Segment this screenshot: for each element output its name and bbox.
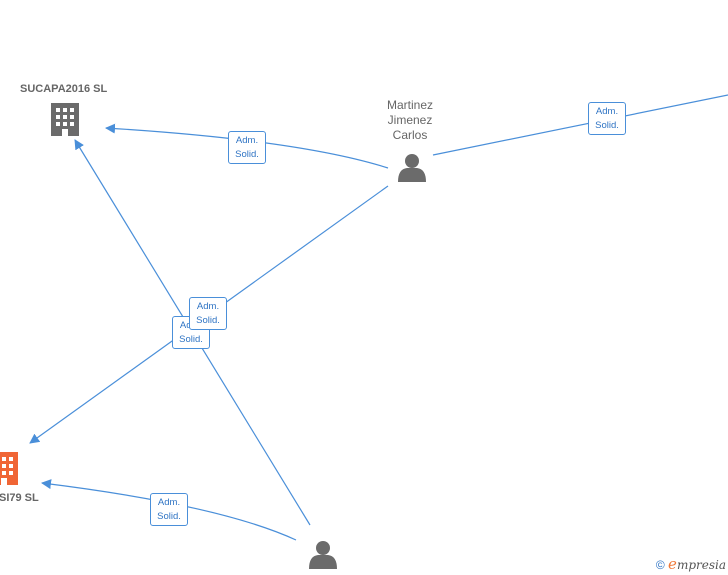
person-icon[interactable] xyxy=(309,541,337,569)
building-icon[interactable] xyxy=(51,103,79,136)
edge-label[interactable]: Adm. Solid. xyxy=(228,131,266,164)
brand-footer[interactable]: © empresia xyxy=(656,555,726,573)
person-name-line: Martinez xyxy=(386,98,433,112)
edge-label-line: Adm. xyxy=(196,301,220,312)
edge-label-line: Solid. xyxy=(157,511,181,522)
company-name[interactable]: SI79 SL xyxy=(0,492,39,504)
edge-person1-to-offscreen xyxy=(432,94,728,156)
edge-person1-to-company1 xyxy=(105,123,389,169)
building-icon-highlighted[interactable] xyxy=(0,452,18,485)
edge-label-line: Solid. xyxy=(235,149,259,160)
edge-label[interactable]: Adm. Solid. xyxy=(189,297,227,330)
edge-label-line: Adm. xyxy=(595,106,619,117)
brand-initial: e xyxy=(668,555,677,573)
edge-label[interactable]: Adm. Solid. xyxy=(150,493,188,526)
person-name[interactable]: Martinez Jimenez Carlos xyxy=(370,98,450,143)
edge-label[interactable]: Adm. Solid. xyxy=(588,102,626,135)
edge-label-line: Adm. xyxy=(235,135,259,146)
brand-text: mpresia xyxy=(676,558,726,572)
edge-label-line: Solid. xyxy=(196,315,220,326)
person-name-line: Jimenez xyxy=(387,113,433,127)
brand-logo: empresia xyxy=(668,555,726,573)
edge-person2-to-company2 xyxy=(41,479,297,541)
edge-label-line: Solid. xyxy=(595,120,619,131)
company-name[interactable]: SUCAPA2016 SL xyxy=(20,83,108,95)
person-icon[interactable] xyxy=(398,154,426,182)
edge-label-line: Solid. xyxy=(179,334,203,345)
edge-label-line: Adm. xyxy=(157,497,181,508)
person-name-line: Carlos xyxy=(392,128,428,142)
copyright-icon: © xyxy=(655,558,665,572)
